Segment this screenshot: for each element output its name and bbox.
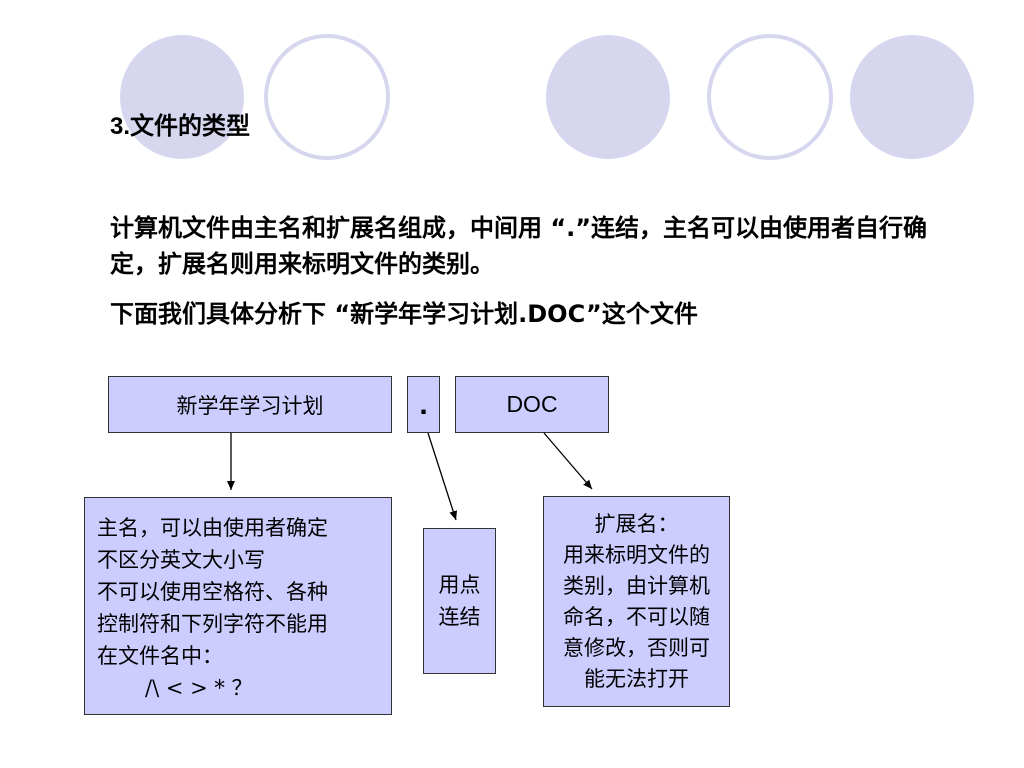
intro-paragraph: 计算机文件由主名和扩展名组成，中间用 “.”连结，主名可以由使用者自行确定，扩展… bbox=[110, 214, 928, 278]
main-desc-line: 在文件名中： bbox=[97, 644, 223, 668]
main-desc-line: 不区分英文大小写 bbox=[97, 548, 265, 572]
filename-main-box: 新学年学习计划 bbox=[108, 376, 392, 433]
deco-circle-filled bbox=[120, 35, 244, 159]
ext-desc-line: 命名，不可以随 bbox=[563, 604, 710, 629]
main-name-description: 主名，可以由使用者确定 不区分英文大小写 不可以使用空格符、各种 控制符和下列字… bbox=[84, 497, 392, 715]
ext-desc-line: 类别，由计算机 bbox=[563, 573, 710, 598]
main-desc-line: 不可以使用空格符、各种 bbox=[97, 580, 328, 604]
heading-text: 文件的类型 bbox=[130, 112, 251, 140]
dot-link-description: 用点 连结 bbox=[423, 528, 496, 674]
main-desc-line: 主名，可以由使用者确定 bbox=[97, 516, 328, 540]
link-desc-line: 连结 bbox=[438, 605, 481, 629]
deco-circle-outline bbox=[264, 34, 390, 160]
ext-desc-line: 扩展名： bbox=[594, 511, 679, 536]
forbidden-characters: /\ < > * ？ bbox=[145, 676, 253, 700]
arrow-doc-to-ext bbox=[543, 432, 593, 490]
section-heading: 3.文件的类型 bbox=[110, 108, 250, 145]
ext-desc-line: 能无法打开 bbox=[584, 666, 689, 691]
deco-circle-outline bbox=[707, 34, 833, 160]
ext-desc-line: 意修改，否则可 bbox=[563, 635, 710, 660]
ext-desc-line: 用来标明文件的 bbox=[563, 542, 710, 567]
filename-extension-box: DOC bbox=[455, 376, 609, 433]
arrow-dot-to-link bbox=[427, 432, 458, 521]
filename-dot-box: . bbox=[407, 376, 440, 433]
link-desc-line: 用点 bbox=[438, 573, 481, 597]
analysis-paragraph: 下面我们具体分析下 “新学年学习计划.DOC”这个文件 bbox=[110, 300, 698, 328]
extension-description: 扩展名： 用来标明文件的 类别，由计算机 命名，不可以随 意修改，否则可 能无法… bbox=[543, 496, 730, 707]
deco-circle-filled bbox=[850, 35, 974, 159]
main-desc-line: 控制符和下列字符不能用 bbox=[97, 612, 328, 636]
deco-circle-filled bbox=[546, 35, 670, 159]
heading-number: 3. bbox=[110, 113, 131, 140]
